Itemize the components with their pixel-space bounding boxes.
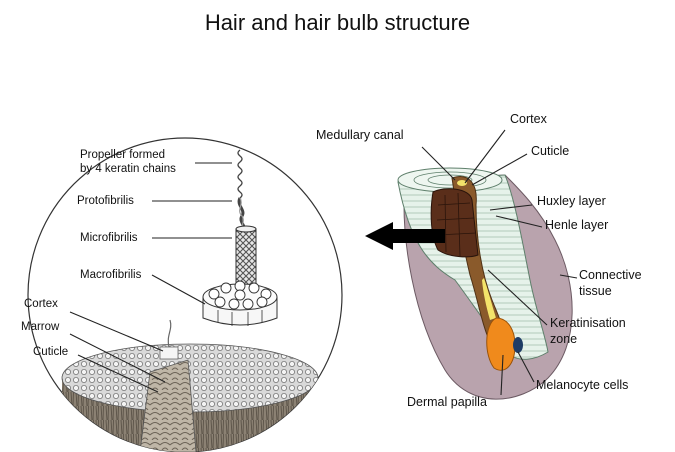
melanocyte-cells bbox=[513, 337, 523, 353]
hair-bulb-diagram bbox=[365, 130, 577, 399]
label-henle-layer: Henle layer bbox=[545, 218, 608, 233]
label-keratinisation-line1: Keratinisation bbox=[550, 316, 626, 331]
label-medullary-canal: Medullary canal bbox=[316, 128, 404, 143]
microfibril-cylinder bbox=[236, 226, 256, 287]
label-cuticle-right: Cuticle bbox=[531, 144, 569, 159]
label-dermal-papilla: Dermal papilla bbox=[407, 395, 487, 410]
label-connective-line1: Connective bbox=[579, 268, 642, 283]
label-macrofibrilis: Macrofibrilis bbox=[80, 268, 141, 282]
label-huxley-layer: Huxley layer bbox=[537, 194, 606, 209]
label-connective-line2: tissue bbox=[579, 284, 612, 299]
label-melanocyte-cells: Melanocyte cells bbox=[536, 378, 628, 393]
label-microfibrilis: Microfibrilis bbox=[80, 231, 138, 245]
label-cortex-left: Cortex bbox=[24, 297, 58, 311]
label-propeller-line2: by 4 keratin chains bbox=[80, 162, 176, 176]
magnified-hair-view bbox=[28, 138, 342, 452]
label-keratinisation-line2: zone bbox=[550, 332, 577, 347]
medullary-canal bbox=[431, 189, 478, 257]
macrofibril-bundle bbox=[203, 281, 277, 326]
label-marrow: Marrow bbox=[21, 320, 59, 334]
label-propeller-line1: Propeller formed bbox=[80, 148, 165, 162]
label-cuticle-left: Cuticle bbox=[33, 345, 68, 359]
label-cortex-right: Cortex bbox=[510, 112, 547, 127]
label-protofibrilis: Protofibrilis bbox=[77, 194, 134, 208]
